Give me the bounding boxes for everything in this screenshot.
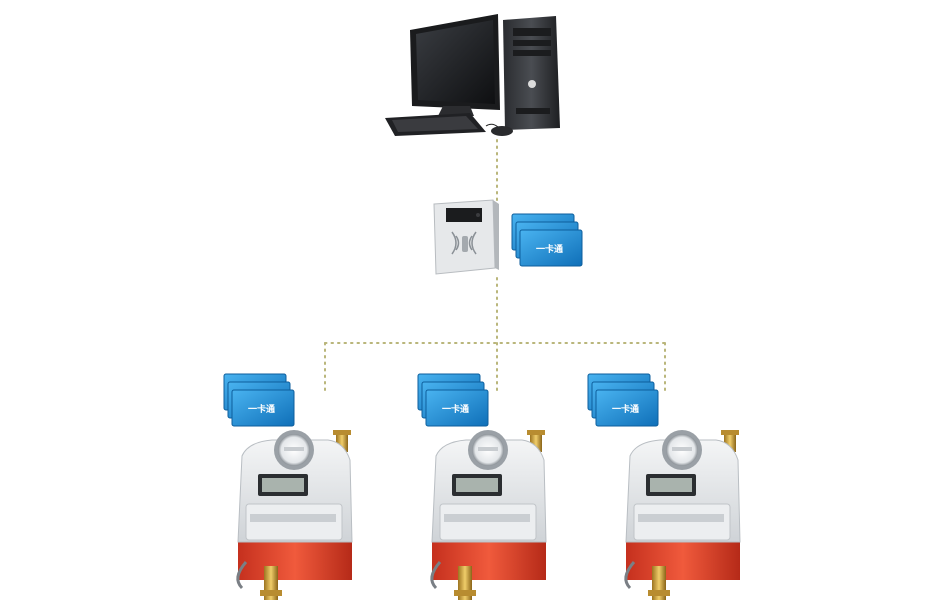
ic-card-icon: 一卡通 [417,373,489,427]
water-meter-icon [624,430,741,600]
connectors [324,139,666,396]
ic-card-icon: 一卡通 [587,373,659,427]
computer-icon [385,14,560,136]
ic-card-icon: 一卡通 [223,373,295,427]
card-label: 一卡通 [248,403,275,415]
ic-card-icon: 一卡通 [511,213,583,267]
water-meter-icon [430,430,547,600]
card-label: 一卡通 [612,403,639,415]
water-meter-icon [236,430,353,600]
card-label: 一卡通 [442,403,469,415]
card-label: 一卡通 [536,243,563,255]
card-reader-icon [433,199,499,275]
